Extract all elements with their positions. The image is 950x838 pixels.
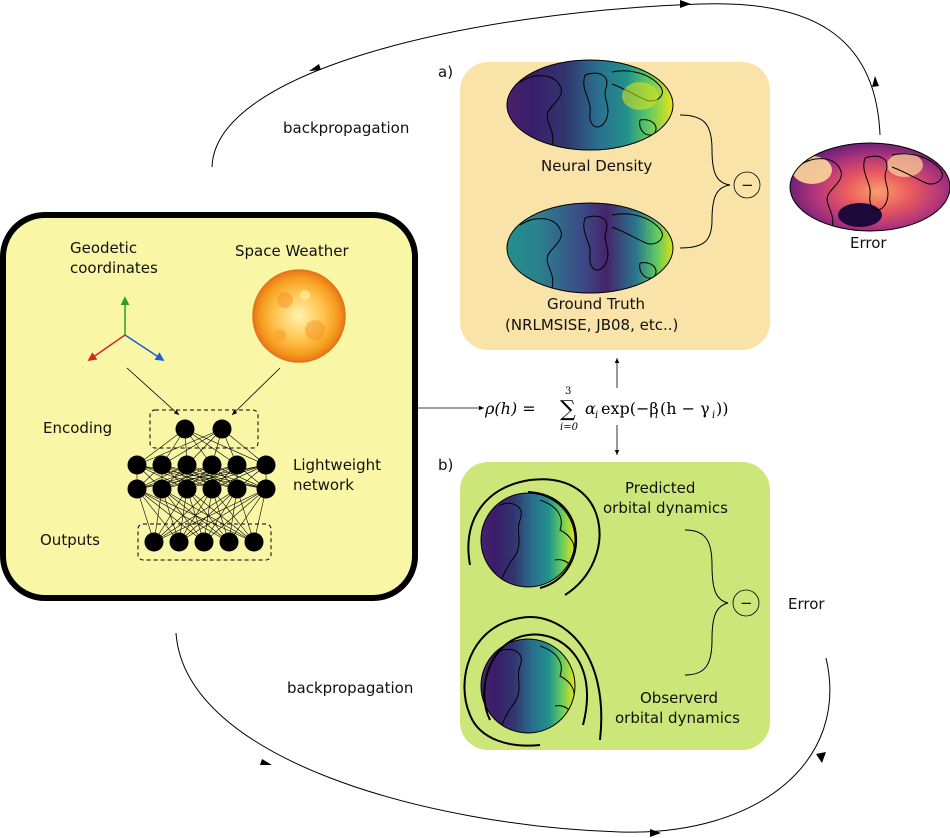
- hidden2-node: [227, 479, 247, 499]
- panel-b-brace: [684, 529, 729, 676]
- error-map: [789, 142, 950, 232]
- formula-lhs: ρ(h) =: [484, 399, 536, 418]
- backprop-label-top: backpropagation: [283, 119, 409, 137]
- ground-truth-label-line2: (NRLMSISE, JB08, etc..): [505, 316, 678, 334]
- geodetic-to-encoding-arrow: [126, 367, 180, 416]
- lightweight-label-line2: network: [293, 476, 354, 494]
- network-edge: [178, 488, 238, 543]
- output-node: [219, 532, 239, 552]
- predicted-orbit-globe: [467, 478, 601, 596]
- top-backprop-curve: [211, 3, 881, 168]
- network-nodes: [127, 419, 276, 552]
- formula-beta-sub: i: [655, 410, 658, 421]
- coordinate-axes-icon: [87, 296, 165, 362]
- sunspot-to-encoding-arrow: [231, 367, 281, 416]
- network-edge: [153, 488, 213, 543]
- network-edge: [211, 464, 267, 490]
- hidden1-node: [202, 455, 222, 475]
- bottom-backprop-curve: [175, 632, 831, 833]
- network-edge: [203, 488, 238, 543]
- bottom-loop-arrowhead-mid: [650, 829, 661, 837]
- panel-b-error-label: Error: [788, 595, 825, 613]
- output-node: [244, 532, 264, 552]
- hidden1-node: [227, 455, 247, 475]
- ground-truth-label-line1: Ground Truth: [547, 295, 645, 313]
- panel-b-minus-operator: [732, 589, 760, 617]
- space-weather-label: Space Weather: [235, 242, 349, 260]
- formula-gamma-sub: i: [712, 410, 715, 421]
- network-edge: [136, 428, 223, 466]
- network-edge: [161, 464, 238, 490]
- formula-alpha: α: [585, 399, 596, 418]
- formula-h-term: (h − γ: [660, 399, 710, 418]
- network-edge: [153, 488, 238, 543]
- encoding-label: Encoding: [43, 419, 112, 437]
- neural-density-map: [506, 59, 674, 151]
- bottom-loop-arrowhead-left: [260, 759, 272, 765]
- network-edge: [203, 488, 267, 543]
- network-edge: [153, 488, 267, 543]
- hidden1-node: [127, 455, 147, 475]
- hidden1-node: [256, 455, 276, 475]
- geodetic-label-line1: Geodetic: [70, 239, 137, 257]
- panel-a-minus-sign: −: [741, 176, 754, 194]
- observed-label-line1: Observerd: [640, 689, 718, 707]
- sun-icon: [252, 269, 346, 363]
- network-edge: [186, 464, 267, 490]
- formula-sum-lower: i=0: [560, 422, 579, 433]
- backprop-label-bottom: backpropagation: [287, 679, 413, 697]
- observed-label-line2: orbital dynamics: [615, 709, 740, 727]
- encoding-node: [175, 419, 195, 439]
- panel-b-tag: b): [438, 456, 453, 474]
- encoding-dashed-box: [149, 409, 259, 449]
- hidden2-node: [177, 479, 197, 499]
- output-node: [169, 532, 189, 552]
- network-edge: [161, 428, 223, 466]
- hidden2-node: [256, 479, 276, 499]
- panel-a-tag: a): [438, 63, 453, 81]
- predicted-label-line1: Predicted: [625, 479, 695, 497]
- formula-sum-symbol: ∑: [560, 397, 576, 422]
- top-loop-arrowhead-left: [309, 64, 321, 71]
- hidden1-node: [177, 455, 197, 475]
- top-loop-arrowhead-mid: [680, 0, 691, 8]
- network-edge: [136, 464, 213, 490]
- panel-a-minus-operator: [733, 171, 761, 199]
- hidden2-node: [202, 479, 222, 499]
- panel-a-brace: [679, 114, 731, 249]
- observed-orbit-globe: [463, 616, 603, 747]
- output-node: [194, 532, 214, 552]
- error-map-label: Error: [850, 234, 887, 252]
- top-loop-arrowhead-right: [872, 76, 879, 87]
- bottom-loop-arrowhead-right: [816, 752, 826, 763]
- formula-exp: exp(−β: [601, 399, 659, 418]
- network-edge: [184, 428, 267, 466]
- network-edge: [228, 488, 267, 543]
- encoding-node: [212, 419, 232, 439]
- output-node: [144, 532, 164, 552]
- lightweight-label-line1: Lightweight: [293, 456, 381, 474]
- hidden1-node: [152, 455, 172, 475]
- density-formula: ρ(h) = 3 ∑ i=0 α i exp(−β i (h − γ i )): [484, 386, 728, 433]
- outputs-label: Outputs: [40, 531, 100, 549]
- formula-alpha-sub: i: [595, 410, 598, 421]
- ground-truth-map: [506, 202, 674, 294]
- geodetic-label-line2: coordinates: [70, 259, 158, 277]
- network-edge: [153, 488, 188, 543]
- neural-density-label: Neural Density: [541, 157, 652, 175]
- predicted-label-line2: orbital dynamics: [603, 499, 728, 517]
- hidden2-node: [152, 479, 172, 499]
- panel-b-minus-sign: −: [740, 594, 753, 612]
- hidden2-node: [127, 479, 147, 499]
- network-edge: [184, 428, 238, 466]
- formula-sum-upper: 3: [565, 386, 571, 397]
- network-edge: [178, 488, 267, 543]
- formula-close: )): [716, 399, 728, 418]
- network-edge: [136, 428, 186, 466]
- outputs-dashed-box: [137, 523, 272, 561]
